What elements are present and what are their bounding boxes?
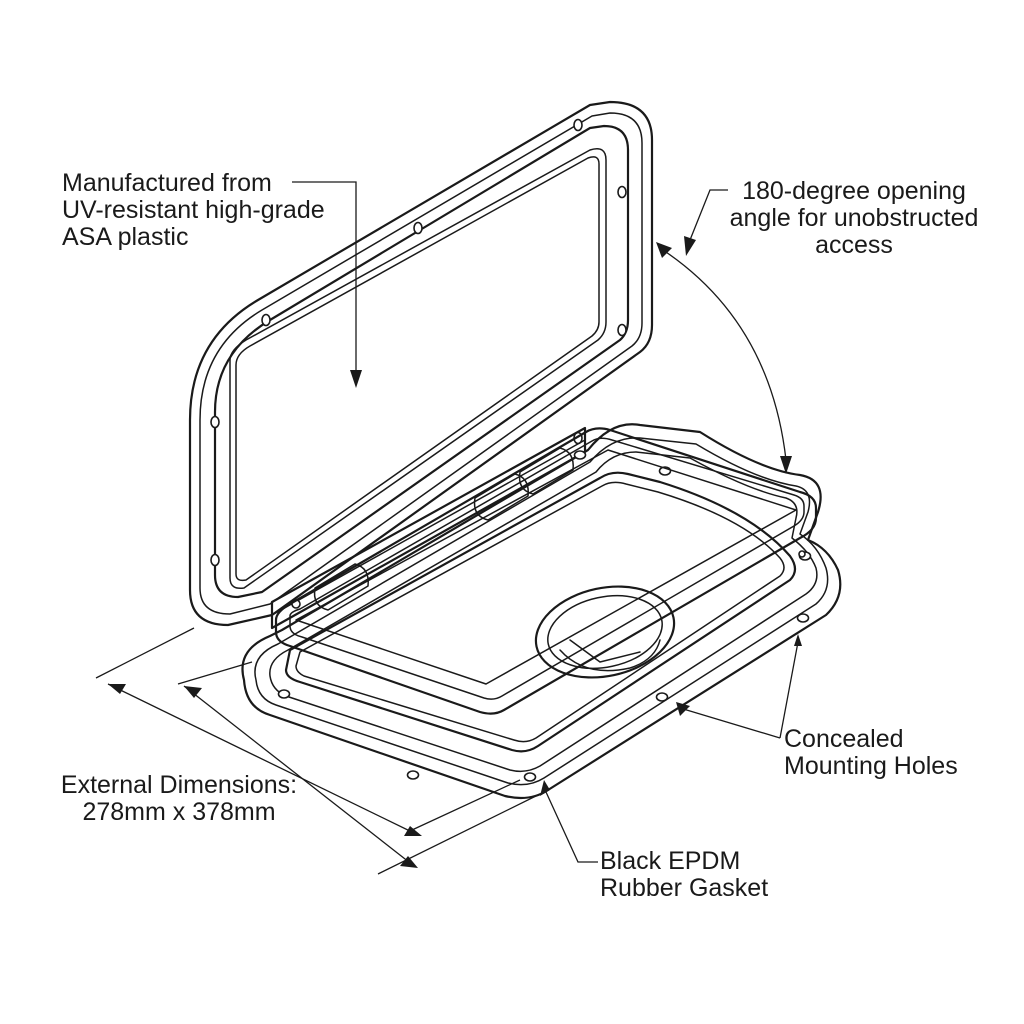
- dimensions-callout: External Dimensions: 278mm x 378mm: [30, 772, 328, 826]
- material-line-1: Manufactured from: [62, 169, 272, 197]
- mounting-hole-icon: [277, 689, 291, 699]
- arrow-head-icon: [540, 780, 550, 796]
- mounting-hole-icon: [655, 692, 669, 702]
- lid-hole-icon: [210, 415, 220, 429]
- mounting-line-1: Concealed: [784, 725, 904, 753]
- latch-handle: [534, 585, 676, 679]
- arrow-head-icon: [404, 826, 422, 836]
- arrow-head-icon: [780, 456, 792, 474]
- mounting-hole-icon: [796, 613, 810, 623]
- mounting-hole-icon: [523, 772, 537, 782]
- arrow-head-icon: [684, 236, 696, 256]
- gasket-callout: Black EPDM Rubber Gasket: [600, 848, 768, 902]
- opening-line-1: 180-degree opening: [742, 177, 966, 205]
- mounting-hole-icon: [573, 450, 587, 460]
- arrow-head-icon: [676, 702, 690, 716]
- opening-angle-leader: [656, 189, 792, 474]
- lid-hole-icon: [261, 313, 271, 327]
- mounting-holes-callout: Concealed Mounting Holes: [784, 726, 958, 780]
- material-leader: [292, 181, 362, 388]
- gasket-line-2: Rubber Gasket: [600, 874, 769, 902]
- arrow-head-icon: [794, 634, 802, 646]
- gasket-hole-icon: [798, 550, 806, 558]
- arrow-head-icon: [400, 856, 418, 868]
- arrow-head-icon: [108, 684, 126, 694]
- mounting-line-2: Mounting Holes: [784, 752, 958, 780]
- lid-hole-icon: [617, 185, 627, 199]
- arrow-head-icon: [184, 686, 202, 698]
- material-line-2: UV-resistant high-grade: [62, 196, 325, 224]
- lid-hole-icon: [210, 553, 220, 567]
- gasket-ring: [274, 427, 818, 715]
- material-line-3: ASA plastic: [62, 223, 189, 251]
- arrow-head-icon: [656, 242, 672, 258]
- dimension-lines: [95, 627, 541, 875]
- arrow-head-icon: [350, 370, 362, 388]
- opening-angle-callout: 180-degree opening angle for unobstructe…: [716, 178, 992, 259]
- hinge-knuckle: [313, 563, 369, 611]
- gasket-leader: [540, 780, 598, 863]
- mounting-holes-leader: [676, 634, 802, 739]
- lid-hole-icon: [617, 323, 627, 337]
- hatch-lid: [188, 100, 654, 627]
- material-callout: Manufactured from UV-resistant high-grad…: [62, 170, 325, 251]
- mounting-hole-icon: [406, 770, 420, 780]
- opening-line-3: access: [815, 231, 893, 259]
- dimensions-line-2: 278mm x 378mm: [82, 798, 276, 826]
- gasket-line-1: Black EPDM: [600, 847, 741, 875]
- opening-line-2: angle for unobstructed: [729, 204, 979, 232]
- hatch-base-frame: [241, 423, 842, 800]
- dimensions-line-1: External Dimensions:: [60, 771, 298, 799]
- lid-hole-icon: [413, 221, 423, 235]
- lid-hole-icon: [573, 118, 583, 132]
